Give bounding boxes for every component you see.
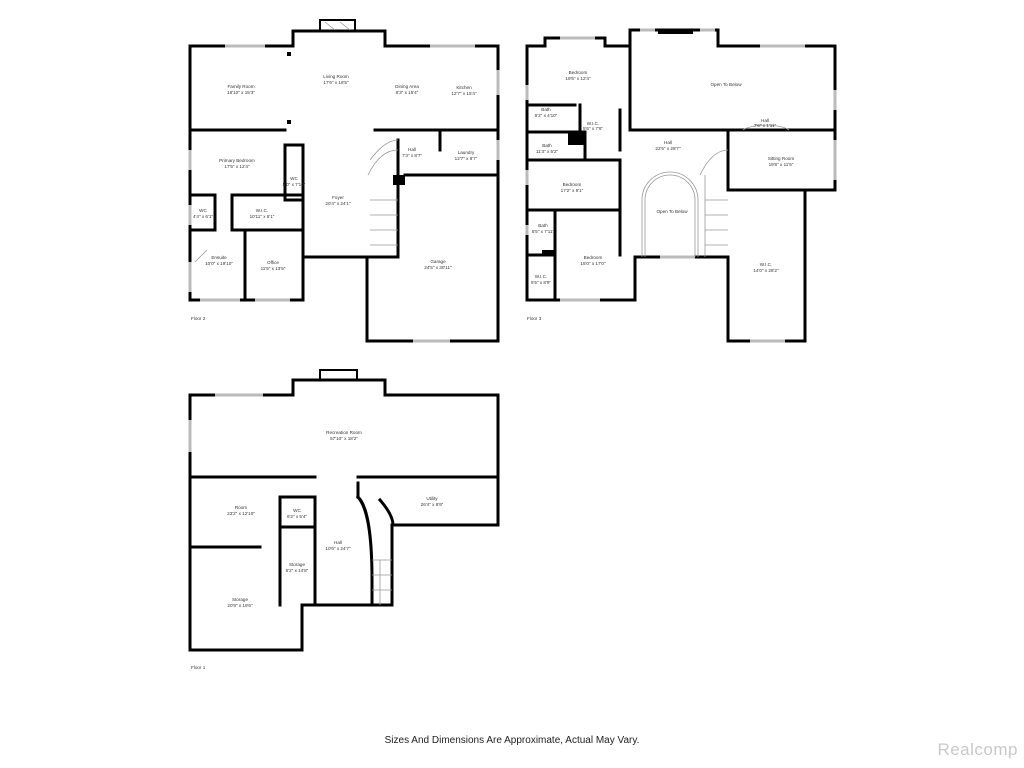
room-size: 10'6" x 24'7" bbox=[325, 546, 351, 551]
room-name: Primary Bedroom bbox=[219, 158, 255, 163]
room-name: Room bbox=[235, 505, 247, 510]
room-size: 20'9" x 19'6" bbox=[227, 603, 253, 608]
room-size: 17'6" x 18'5" bbox=[323, 80, 349, 85]
room-name: Hall bbox=[408, 147, 416, 152]
room-name: WC bbox=[199, 208, 207, 213]
room-size: 5'0" x 7'10" bbox=[283, 182, 306, 187]
room-size: 7'6" x 1'11" bbox=[754, 123, 777, 128]
room-size: 10'11" x 6'1" bbox=[250, 214, 275, 219]
room-size: 18'10" x 15'3" bbox=[227, 90, 255, 95]
room-size: 17'5" x 12'4" bbox=[224, 164, 250, 169]
room-name: Hall bbox=[664, 140, 672, 145]
windows bbox=[188, 44, 500, 343]
room-name: Sitting Room bbox=[768, 156, 794, 161]
floor-1-interior-walls bbox=[188, 475, 500, 607]
room-size: 17'2" x 9'1" bbox=[561, 188, 584, 193]
staircase-icon bbox=[699, 149, 729, 257]
room-name: W.I.C. bbox=[535, 274, 548, 279]
room-name: Recreation Room bbox=[326, 430, 362, 435]
room-name: Storage bbox=[289, 562, 306, 567]
fireplace-icon bbox=[319, 19, 356, 32]
floor-label: Floor 1 bbox=[191, 665, 206, 670]
staircase-icon bbox=[372, 559, 392, 605]
floor-3-interior-walls bbox=[525, 44, 837, 302]
room-name: Kitchen bbox=[456, 85, 472, 90]
room-size: 6'2" x 5'4" bbox=[287, 514, 307, 519]
room-name: WC bbox=[290, 176, 298, 181]
room-name: Ensuite bbox=[211, 255, 227, 260]
room-name: Office bbox=[267, 260, 279, 265]
room-size: 23'2" x 12'10" bbox=[227, 511, 255, 516]
windows bbox=[525, 28, 837, 343]
room-size: 11'5" x 13'5" bbox=[261, 266, 286, 271]
room-name: Family Room bbox=[227, 84, 254, 89]
room-labels: Family Room 18'10" x 15'3" Living Room 1… bbox=[191, 70, 794, 670]
room-size: 19'5" x 12'4" bbox=[565, 76, 591, 81]
room-size: 6'2" x 14'8" bbox=[286, 568, 309, 573]
room-size: 14'0" x 28'2" bbox=[753, 268, 779, 273]
room-name: Bath bbox=[541, 107, 551, 112]
room-name: Bedroom bbox=[563, 182, 582, 187]
disclaimer-text: Sizes And Dimensions Are Approximate, Ac… bbox=[384, 735, 640, 746]
room-name: Open To Below bbox=[656, 209, 688, 214]
room-size: 5'5" x 7'11" bbox=[532, 229, 555, 234]
room-name: Bedroom bbox=[584, 255, 603, 260]
floor-1-plan bbox=[188, 369, 500, 652]
realcomp-watermark: Realcomp bbox=[937, 740, 1018, 759]
room-name: Storage bbox=[232, 597, 249, 602]
room-name: Bath bbox=[538, 223, 548, 228]
room-name: Foyer bbox=[332, 195, 344, 200]
floor-2-interior-walls bbox=[188, 128, 500, 302]
floor-label: Floor 2 bbox=[191, 316, 206, 321]
room-size: 19'8" x 11'5" bbox=[769, 162, 794, 167]
room-name: W.I.C. bbox=[256, 208, 269, 213]
room-size: 22'5" x 28'7" bbox=[655, 146, 681, 151]
room-name: W.I.C. bbox=[760, 262, 773, 267]
room-size: 11'3" x 5'2" bbox=[536, 149, 559, 154]
room-name: Open To Below bbox=[710, 82, 742, 87]
room-size: 10'0" x 19'10" bbox=[205, 261, 233, 266]
room-name: Laundry bbox=[458, 150, 475, 155]
floor-3-exterior-walls bbox=[525, 28, 837, 343]
room-name: Dining Area bbox=[395, 84, 419, 89]
room-size: 26'4" x 8'9" bbox=[421, 502, 444, 507]
room-name: Bath bbox=[542, 143, 552, 148]
room-name: Hall bbox=[334, 540, 342, 545]
open-to-below-arch bbox=[641, 171, 699, 257]
room-size: 12'7" x 8'7" bbox=[455, 156, 478, 161]
floor-2-plan bbox=[188, 19, 500, 343]
room-name: W.I.C. bbox=[587, 121, 600, 126]
room-size: 57'10" x 18'2" bbox=[330, 436, 358, 441]
room-name: WC bbox=[293, 508, 301, 513]
room-name: Utility bbox=[426, 496, 438, 501]
room-size: 4'4" x 6'1" bbox=[193, 214, 213, 219]
floor-label: Floor 3 bbox=[527, 316, 542, 321]
room-name: Bedroom bbox=[569, 70, 588, 75]
room-size: 7'3" x 8'7" bbox=[402, 153, 422, 158]
windows bbox=[188, 393, 263, 452]
fireplace-icon bbox=[319, 369, 358, 381]
room-name: Hall bbox=[761, 118, 769, 123]
staircase-icon bbox=[367, 139, 399, 246]
room-size: 5'5" x 8'9" bbox=[531, 280, 551, 285]
room-size: 20'4" x 24'1" bbox=[325, 201, 351, 206]
floor-2-exterior-walls bbox=[188, 29, 500, 343]
room-size: 9'2" x 4'10" bbox=[535, 113, 558, 118]
room-size: 5'6" x 7'6" bbox=[583, 126, 603, 131]
room-size: 24'5" x 30'11" bbox=[424, 265, 452, 270]
room-size: 8'3" x 15'4" bbox=[396, 90, 419, 95]
room-size: 12'7" x 15'4" bbox=[451, 91, 477, 96]
floor-3-plan bbox=[525, 28, 837, 343]
room-name: Living Room bbox=[323, 74, 349, 79]
room-name: Garage bbox=[430, 259, 446, 264]
room-size: 15'0" x 17'0" bbox=[580, 261, 606, 266]
